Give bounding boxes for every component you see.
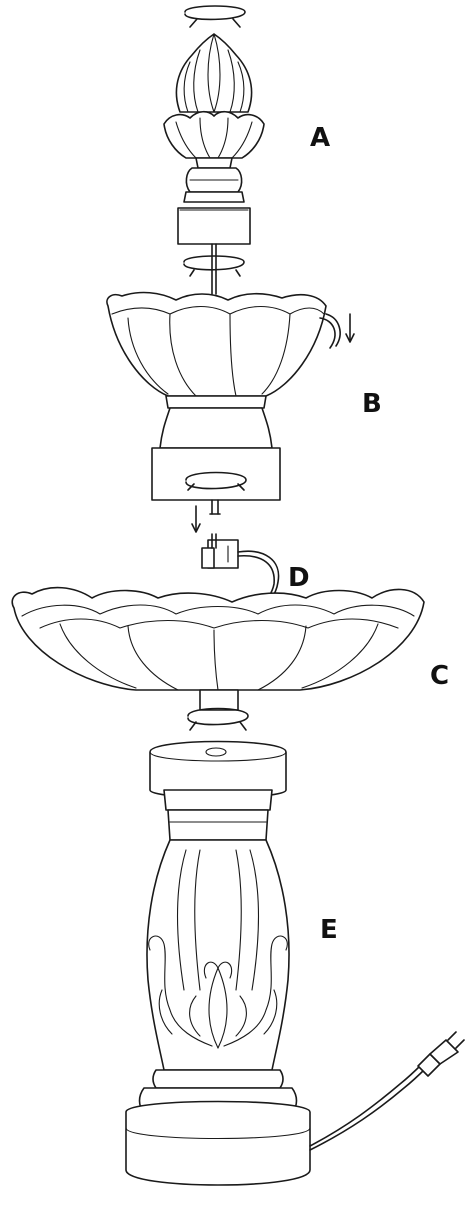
part-e-pedestal xyxy=(125,740,311,1186)
power-cord-with-plug xyxy=(309,1031,465,1151)
part-b-upper-bowl xyxy=(106,291,341,515)
part-a-finial xyxy=(163,33,265,295)
label-e: E xyxy=(320,915,338,945)
label-b: B xyxy=(362,389,382,419)
label-d: D xyxy=(288,563,310,593)
down-arrow-right-icon xyxy=(345,313,355,343)
label-c: C xyxy=(430,661,449,691)
part-c-lower-basin xyxy=(11,586,425,711)
label-a: A xyxy=(310,123,330,153)
lower-clip-ring xyxy=(187,707,249,731)
top-clip-ring xyxy=(184,5,246,28)
down-arrow-left-icon xyxy=(191,505,201,533)
upper-clip-ring xyxy=(183,255,245,277)
